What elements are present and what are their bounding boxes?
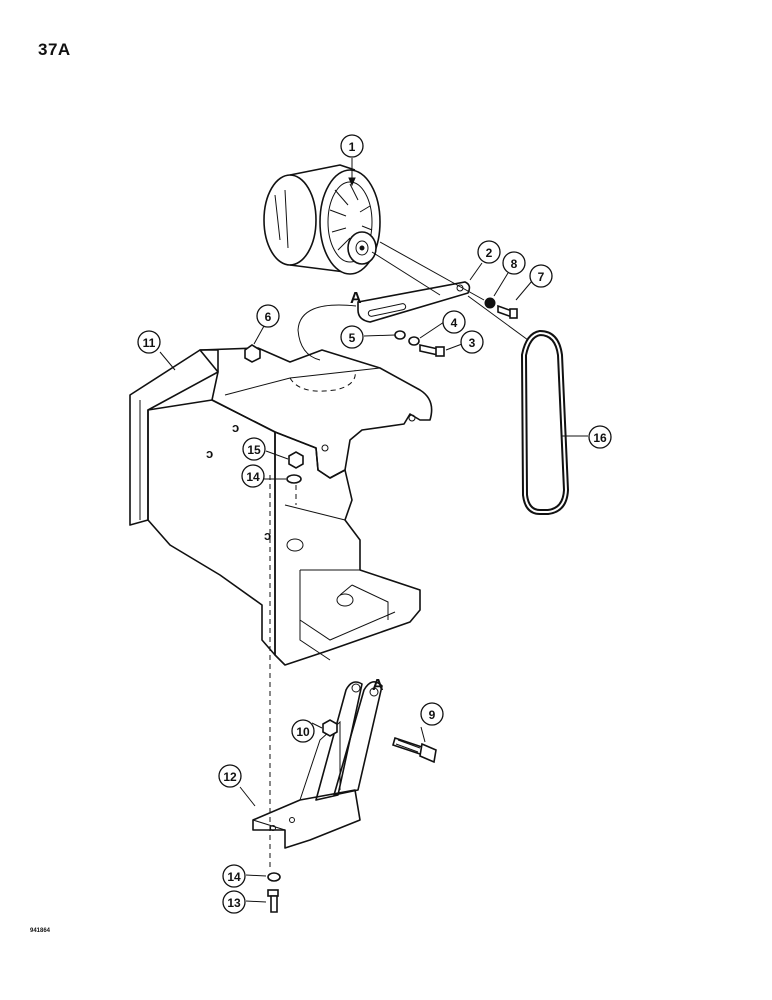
svg-text:15: 15 — [247, 443, 261, 457]
svg-text:6: 6 — [265, 310, 272, 324]
svg-text:2: 2 — [486, 246, 493, 260]
callout-5: 5 — [340, 325, 364, 349]
callout-14: 14 — [222, 864, 246, 888]
svg-text:16: 16 — [593, 431, 607, 445]
reference-mark-a: A — [350, 290, 362, 307]
lower-mount-bracket — [252, 681, 383, 849]
reference-mark-a: A — [372, 677, 384, 694]
svg-text:ɔ: ɔ — [232, 420, 239, 435]
svg-text:4: 4 — [451, 316, 458, 330]
svg-text:9: 9 — [429, 708, 436, 722]
callout-leaders — [159, 158, 588, 903]
callout-4: 4 — [442, 310, 466, 334]
callout-12: 12 — [218, 764, 242, 788]
svg-text:ɔ: ɔ — [264, 528, 271, 543]
page-label: 37A — [38, 40, 71, 59]
alternator — [263, 164, 381, 275]
svg-text:5: 5 — [349, 331, 356, 345]
bottom-hardware — [267, 872, 281, 913]
figure-code: 941864 — [30, 928, 51, 934]
svg-text:12: 12 — [223, 770, 237, 784]
support-shroud: ɔ ɔ ɔ — [129, 347, 433, 666]
svg-text:ɔ: ɔ — [206, 446, 213, 461]
bracket-hardware — [394, 330, 445, 357]
svg-text:11: 11 — [143, 336, 156, 350]
callout-3: 3 — [460, 330, 484, 354]
svg-text:8: 8 — [511, 257, 518, 271]
svg-text:1: 1 — [349, 140, 356, 154]
callout-10: 10 — [291, 719, 315, 743]
callout-7: 7 — [529, 264, 553, 288]
svg-text:14: 14 — [246, 470, 260, 484]
callout-9: 9 — [420, 702, 444, 726]
adjusting-bracket — [357, 281, 471, 323]
callout-2: 2 — [477, 240, 501, 264]
callout-1: 1 — [340, 134, 364, 158]
callout-11: 11 — [137, 330, 161, 354]
callout-14: 14 — [241, 464, 265, 488]
callout-16: 16 — [588, 425, 612, 449]
callout-6: 6 — [256, 304, 280, 328]
svg-text:3: 3 — [469, 336, 476, 350]
pivot-hardware — [484, 297, 518, 319]
shroud-hardware — [244, 344, 304, 484]
svg-text:7: 7 — [538, 270, 545, 284]
drive-belt — [520, 329, 570, 515]
callout-15: 15 — [242, 437, 266, 461]
mount-hardware — [322, 719, 437, 764]
svg-text:10: 10 — [296, 725, 310, 739]
callout-8: 8 — [502, 251, 526, 275]
callout-13: 13 — [222, 890, 246, 914]
svg-text:13: 13 — [227, 896, 241, 910]
svg-text:14: 14 — [227, 870, 241, 884]
